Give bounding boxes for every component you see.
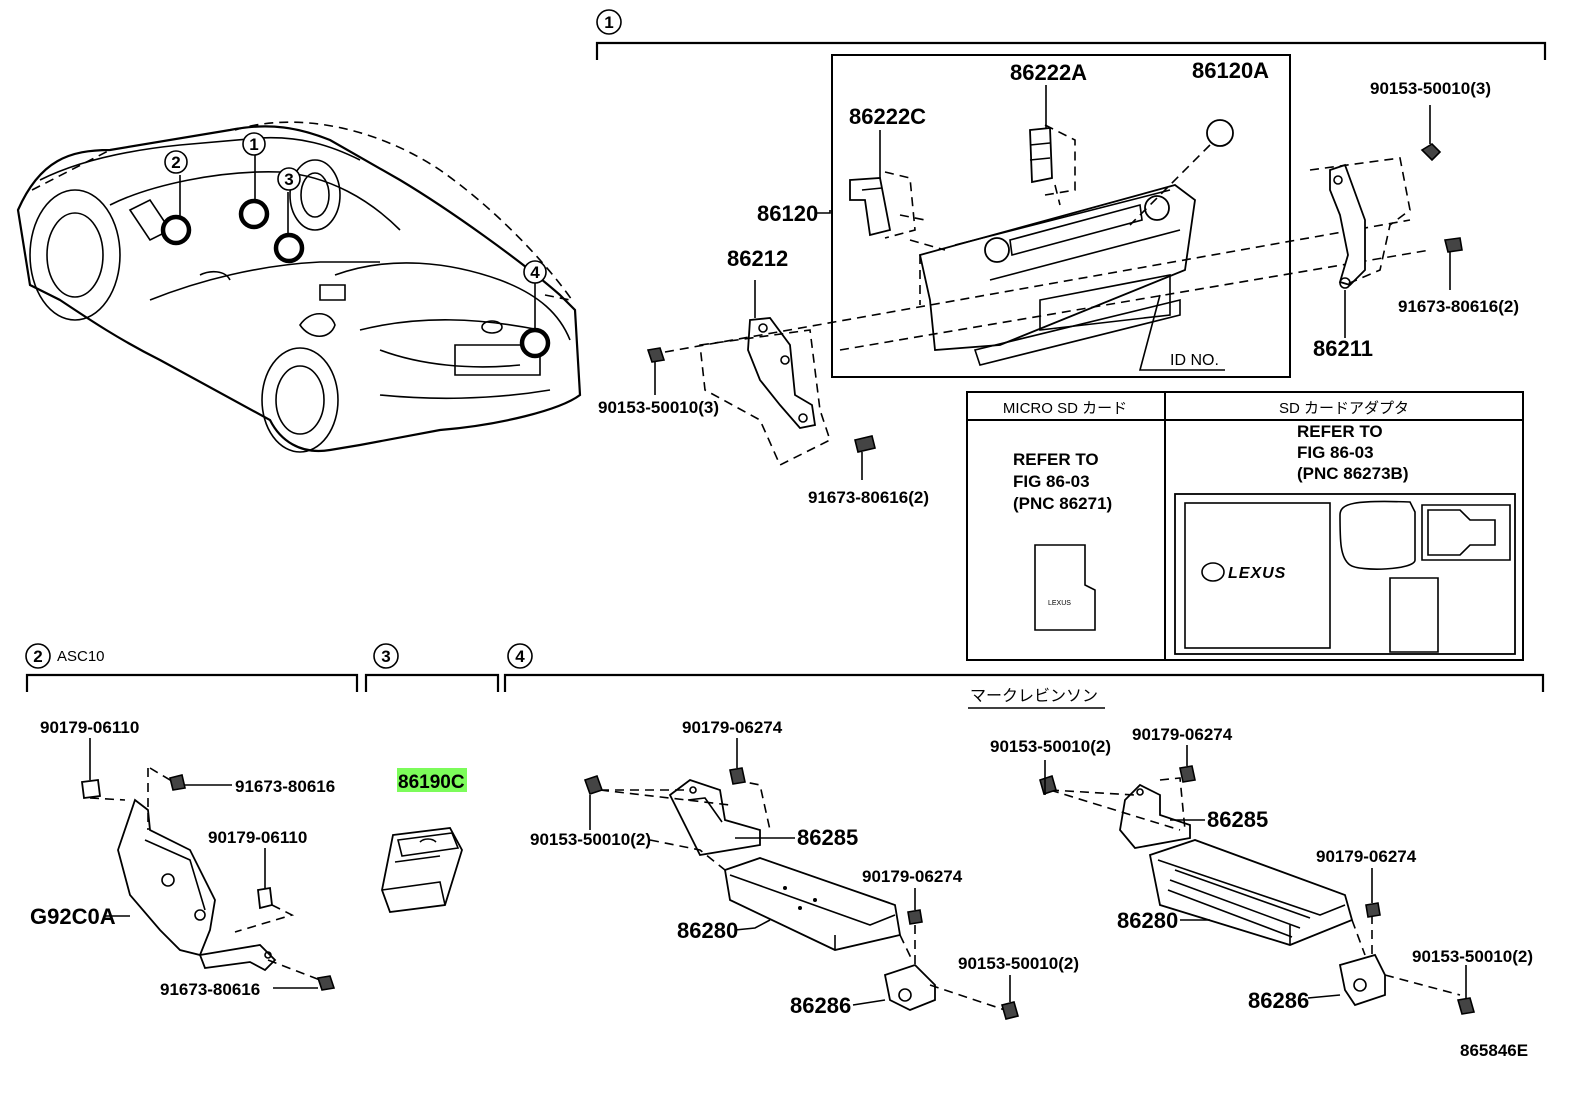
label-90179-d: 90179-06274 [862,867,963,886]
section-4-callout: 4 [515,647,525,666]
label-90179-e: 90179-06274 [1132,725,1233,744]
bracket-86222a [1029,85,1076,196]
amplifier-left [583,738,1019,1020]
label-90153-top-left: 90153-50010(3) [598,398,719,417]
bolt-left [646,347,666,395]
label-g92c0a: G92C0A [30,904,116,929]
micro-sd-logo-text: LEXUS [1048,600,1071,607]
sensor-g92c0a [80,738,336,991]
part-labels: 86222A 86120A 86222C 86120 86212 90153-5… [30,58,1533,1060]
label-86286-e: 86286 [1248,988,1309,1013]
bolt-bottom-mid [854,435,876,480]
section-2-bracket: 2 [25,643,359,692]
knob-part [1206,119,1234,147]
section-4-bracket: 4 [503,643,1545,709]
label-90179-a: 90179-06110 [40,718,139,737]
table-header-micro-sd: MICRO SD カード [1003,400,1127,417]
label-91673-top-right: 91673-80616(2) [1398,297,1519,316]
label-90153-e: 90153-50010(2) [990,737,1111,756]
section-1-callout: 1 [604,13,613,32]
label-86212: 86212 [727,246,788,271]
section-2-callout: 2 [33,647,42,666]
table-header-sd-adapter: SD カードアダプタ [1279,400,1409,417]
sd-card-table [966,391,1524,661]
label-90153-f: 90153-50010(2) [1412,947,1533,966]
label-86120a: 86120A [1192,58,1269,83]
lexus-logo-text: LEXUS [1228,565,1286,582]
head-unit-part [918,184,1196,366]
label-mark-levinson: マークレビンソン [970,687,1098,705]
label-90179-c: 90179-06274 [682,718,783,737]
micro-sd-ref-line-3: (PNC 86271) [1013,494,1112,513]
label-90153-d: 90153-50010(2) [958,954,1079,973]
figure-id: 865846E [1460,1041,1528,1060]
highlight-86190c [397,768,467,792]
label-86211: 86211 [1313,336,1373,361]
section-3-callout: 3 [381,647,390,666]
car-marker-4-label: 4 [530,263,540,282]
car-marker-3-label: 3 [284,170,293,189]
label-90153-c: 90153-50010(2) [530,830,651,849]
micro-sd-ref-line-2: FIG 86-03 [1013,472,1090,491]
car-marker-3: 3 [273,167,305,264]
car-marker-2-label: 2 [171,153,180,172]
label-86222c: 86222C [849,104,926,129]
label-asc10: ASC10 [57,648,105,665]
sd-adapter-ref-line-2: FIG 86-03 [1297,443,1374,462]
label-86120: 86120 [757,201,818,226]
bolt-right-mid [1444,237,1463,290]
label-91673-top-mid: 91673-80616(2) [808,488,929,507]
section-1-bracket: 1 [595,9,1547,60]
label-86222a: 86222A [1010,60,1087,85]
head-unit-box [831,54,1291,378]
label-86285-e: 86285 [1207,807,1268,832]
label-91673-a: 91673-80616 [235,777,335,796]
label-86280-c: 86280 [677,918,738,943]
amplifier-right [1039,745,1476,1015]
label-id-no: ID NO. [1170,352,1219,369]
car-marker-2: 2 [160,150,192,246]
section-3-bracket: 3 [364,643,500,692]
label-90153-top-right: 90153-50010(3) [1370,79,1491,98]
table-texts: MICRO SD カード SD カードアダプタ REFER TO FIG 86-… [1003,400,1409,607]
sd-adapter-ref-line-1: REFER TO [1297,422,1383,441]
car-marker-1-label: 1 [249,135,258,154]
car-illustration [16,121,582,453]
bracket-86212 [699,280,831,467]
car-marker-4: 4 [519,260,551,359]
label-86286-c: 86286 [790,993,851,1018]
label-91673-b: 91673-80616 [160,980,260,999]
car-marker-1: 1 [238,132,270,230]
bracket-86222c [849,130,916,239]
label-90179-f: 90179-06274 [1316,847,1417,866]
sd-adapter-ref-line-3: (PNC 86273B) [1297,464,1409,483]
id-no-leader [1138,294,1225,371]
bolt-top-right [1420,105,1442,162]
label-90179-b: 90179-06110 [208,828,307,847]
label-86285-c: 86285 [797,825,858,850]
switch-86190c [381,827,463,913]
label-86280-e: 86280 [1117,908,1178,933]
bracket-86211 [1309,157,1411,338]
label-86190c: 86190C [398,772,465,793]
micro-sd-ref-line-1: REFER TO [1013,450,1099,469]
